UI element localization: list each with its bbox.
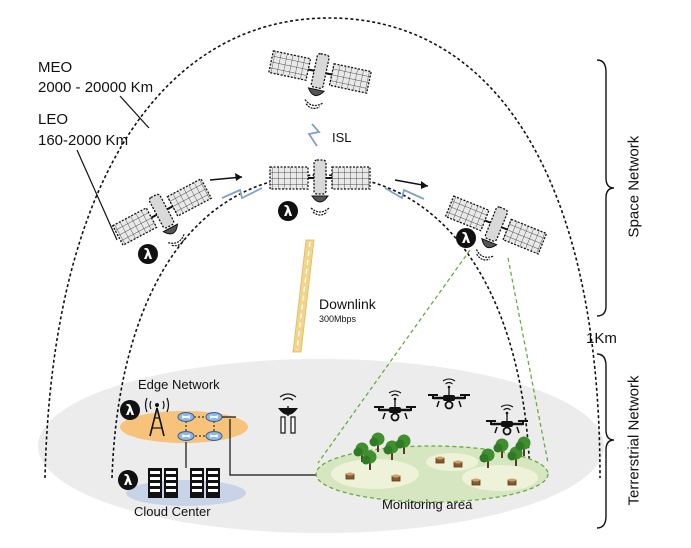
leo-satellite-left-icon <box>108 171 225 270</box>
isl-bolt-icon <box>221 187 263 200</box>
space-network-brace <box>596 59 615 317</box>
lambda-icon <box>138 244 158 264</box>
leo-leader-line <box>76 149 118 241</box>
server-rack-icon <box>190 468 204 498</box>
downlink-beam-dash <box>296 241 311 351</box>
meo-leader-line <box>119 95 150 129</box>
terrestrial-network-brace <box>596 353 615 529</box>
leo-label: LEO <box>38 111 69 128</box>
server-rack-icon <box>148 468 162 498</box>
downlink-label: Downlink <box>319 296 376 312</box>
lambda-icon <box>120 400 140 420</box>
isl-bolt-icon <box>307 123 321 147</box>
isl-bolt-icon <box>384 187 425 200</box>
router-icon <box>177 430 195 442</box>
altitude-marker-label: 1Km <box>586 330 617 347</box>
lambda-icon <box>278 201 298 221</box>
meo-orbit <box>44 17 601 479</box>
ground-station-icon <box>278 393 298 434</box>
radio-tower-icon <box>144 397 170 437</box>
space-network-label: Space Network <box>625 135 643 238</box>
terrestrial-network-label: Terrerstrial Network <box>625 375 643 506</box>
downlink-rate-label: 300Mbps <box>319 314 357 324</box>
orbit-arrow-head <box>235 173 242 181</box>
server-rack-icon <box>206 468 220 498</box>
forest-patch <box>331 459 419 489</box>
lambda-icon <box>118 470 138 490</box>
router-icon <box>205 411 223 423</box>
forest-patch <box>426 453 478 471</box>
lambda-icon <box>456 228 476 248</box>
router-links <box>185 416 215 437</box>
orbit-arrow-head <box>421 181 428 189</box>
meo-label: MEO <box>38 59 73 76</box>
leo-range-label: 160-2000 Km <box>38 132 129 149</box>
router-icon <box>177 411 195 423</box>
edge-network-label: Edge Network <box>138 377 220 392</box>
router-icon <box>205 430 223 442</box>
meo-satellite-icon <box>262 42 374 120</box>
monitoring-link <box>229 419 320 476</box>
monitoring-area-label: Monitoring area <box>382 497 473 512</box>
isl-label: ISL <box>332 130 352 145</box>
meo-range-label: 2000 - 20000 Km <box>38 79 154 96</box>
forest-patch <box>462 465 538 491</box>
coverage-beam-left <box>317 249 471 464</box>
cloud-center-pool <box>126 480 246 506</box>
cloud-center-label: Cloud Center <box>134 504 211 519</box>
server-rack-icon <box>164 468 178 498</box>
